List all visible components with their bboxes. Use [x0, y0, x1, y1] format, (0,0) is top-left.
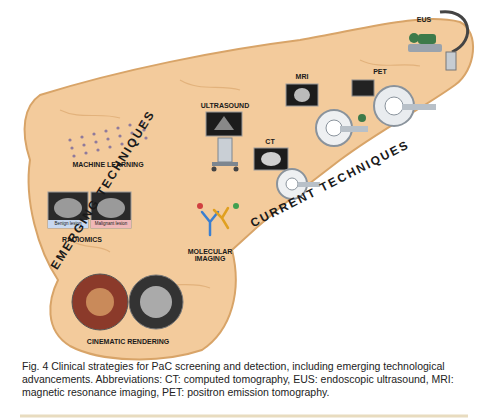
- ultrasound-machine: [206, 112, 242, 172]
- technique-label: CINEMATIC RENDERING: [87, 338, 169, 345]
- technique-label: ULTRASOUND: [201, 102, 249, 109]
- image-annotation: Malignant lesion: [95, 222, 128, 227]
- pet-scanner: [352, 80, 436, 126]
- technique-label: PET: [373, 68, 387, 75]
- technique-label: EUS: [417, 16, 431, 23]
- technique-label: CT: [265, 138, 274, 145]
- image-annotation: Benign lesion: [54, 222, 81, 227]
- technique-label: MRI: [296, 73, 309, 80]
- pancreas-shape: [25, 19, 474, 359]
- eus-illustration: [408, 12, 468, 70]
- technique-label: MACHINE LEARNING: [72, 161, 143, 168]
- caption-rule: [20, 415, 468, 418]
- figure-caption: Fig. 4 Clinical strategies for PaC scree…: [22, 360, 468, 399]
- technique-label: RADIOMICS: [62, 236, 102, 243]
- molecular-imaging-icon: [197, 203, 239, 235]
- mri-scanner: [286, 84, 368, 146]
- cinematic-rendering-images: [72, 274, 183, 330]
- technique-label: MOLECULAR IMAGING: [180, 248, 240, 263]
